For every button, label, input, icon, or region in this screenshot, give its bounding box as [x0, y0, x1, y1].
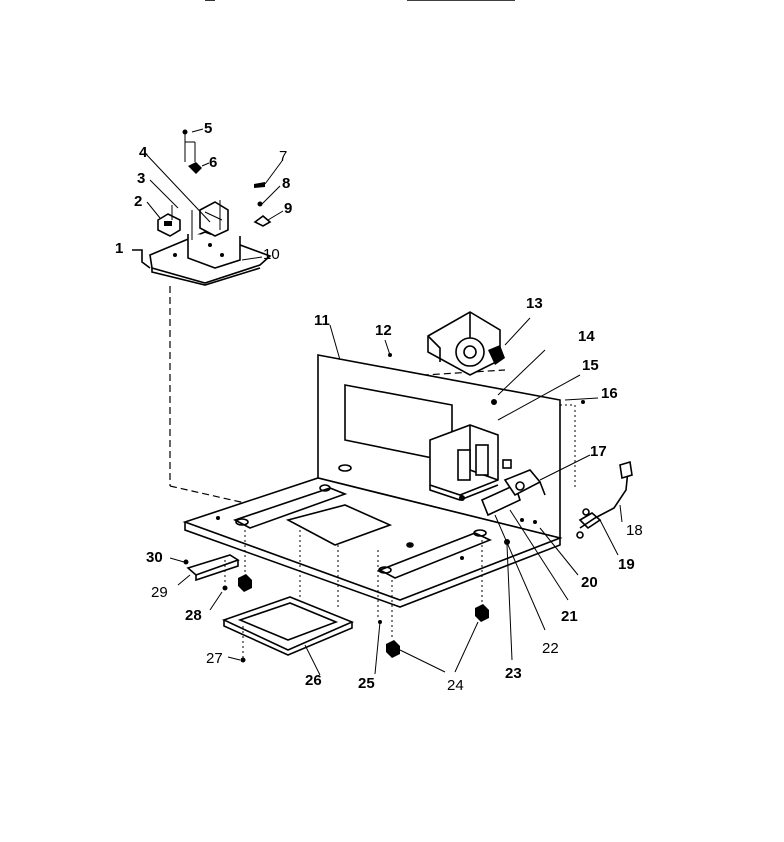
callout-29: 29 [151, 584, 168, 601]
callout-19: 19 [618, 556, 635, 573]
callout-2: 2 [134, 193, 142, 210]
callout-14: 14 [578, 328, 595, 345]
transformer-assembly [429, 349, 599, 501]
callout-11: 11 [314, 312, 330, 329]
callout-16: 16 [601, 385, 618, 402]
callout-12: 12 [375, 322, 392, 339]
blower-fan [427, 311, 531, 376]
callout-22: 22 [542, 640, 559, 657]
power-cord [576, 460, 633, 556]
callout-4: 4 [139, 144, 148, 161]
callout-6: 6 [209, 154, 217, 171]
callout-9: 9 [284, 200, 292, 217]
callout-26: 26 [305, 672, 322, 689]
foot-leaders [399, 621, 479, 673]
callout-27: 27 [206, 650, 223, 667]
callout-7: 7 [279, 148, 287, 165]
callout-20: 20 [581, 574, 598, 591]
callout-18: 18 [626, 522, 643, 539]
callout-15: 15 [582, 357, 599, 374]
callout-17: 17 [590, 443, 607, 460]
callout-5: 5 [204, 120, 212, 137]
top-bracket-assembly [132, 128, 284, 286]
callout-25: 25 [358, 675, 375, 692]
callout-23: 23 [505, 665, 522, 682]
callout-21: 21 [561, 608, 578, 625]
callout-24: 24 [447, 677, 464, 694]
bottom-plate [221, 596, 382, 676]
callout-28: 28 [185, 607, 202, 624]
callout-10: 10 [263, 246, 280, 263]
control-components [459, 454, 591, 661]
lower-bracket [169, 554, 240, 611]
callout-13: 13 [526, 295, 543, 312]
callout-30: 30 [146, 549, 163, 566]
callout-1: 1 [115, 240, 123, 257]
callout-8: 8 [282, 175, 290, 192]
callout-3: 3 [137, 170, 145, 187]
callout-labels: 5 4 6 7 3 8 2 9 1 10 13 11 12 14 15 16 1… [115, 120, 643, 694]
